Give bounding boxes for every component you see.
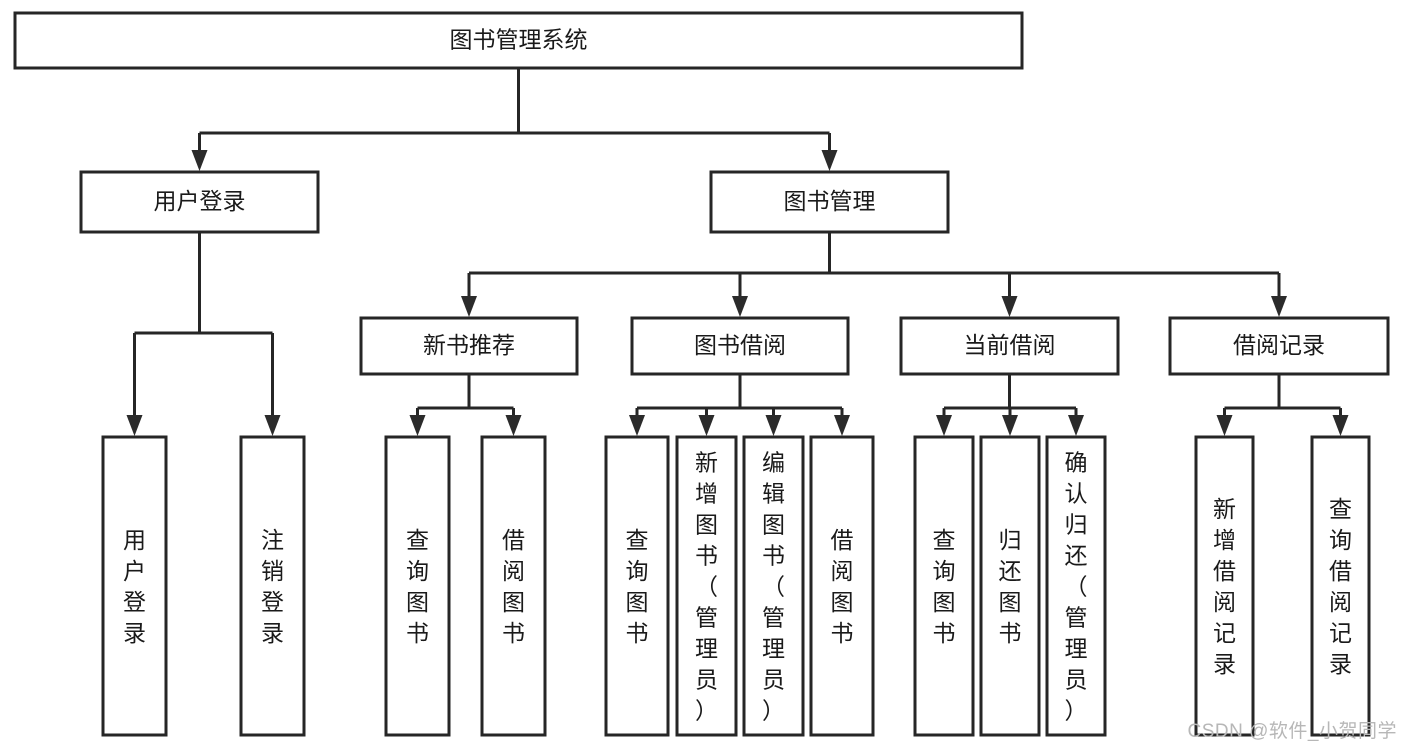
- node-box-leaf-query-book-1: [384, 435, 451, 737]
- node-user-login[interactable]: 用户登录: [79, 170, 320, 234]
- node-label-new-book-recommend: 新书推荐: [423, 332, 515, 358]
- node-label-leaf-add-book: 新增图书（管理员）: [695, 450, 718, 724]
- arrow-head-icon: [1271, 296, 1287, 317]
- arrow-head-icon: [191, 150, 208, 171]
- connector-group-borrow-record: [1216, 374, 1349, 436]
- node-label-leaf-query-book-1: 查询图书: [406, 527, 429, 646]
- node-label-book-borrow: 图书借阅: [694, 332, 786, 358]
- arrow-head-icon: [834, 415, 850, 436]
- arrow-head-icon: [821, 150, 838, 171]
- node-box-leaf-query-book-2: [604, 435, 670, 737]
- node-box-current-borrow: [899, 316, 1120, 376]
- node-borrow-record[interactable]: 借阅记录: [1168, 316, 1390, 376]
- node-leaf-add-record[interactable]: 新增借阅记录: [1194, 435, 1255, 737]
- arrow-head-icon: [264, 415, 281, 436]
- node-book-borrow[interactable]: 图书借阅: [630, 316, 850, 376]
- node-box-leaf-confirm-return: [1045, 435, 1107, 737]
- node-box-book-borrow: [630, 316, 850, 376]
- node-label-root: 图书管理系统: [450, 27, 588, 53]
- arrow-head-icon: [698, 415, 715, 436]
- arrow-head-icon: [629, 415, 645, 436]
- node-current-borrow[interactable]: 当前借阅: [899, 316, 1120, 376]
- node-label-leaf-borrow-book-1: 借阅图书: [502, 527, 525, 646]
- node-box-leaf-query-record: [1310, 435, 1371, 737]
- node-box-user-login: [79, 170, 320, 234]
- node-box-borrow-record: [1168, 316, 1390, 376]
- node-label-borrow-record: 借阅记录: [1233, 332, 1325, 358]
- connector-group-user-login: [126, 232, 281, 436]
- node-label-book-manage: 图书管理: [784, 188, 876, 214]
- node-box-leaf-borrow-book-1: [480, 435, 547, 737]
- node-leaf-borrow-book-2[interactable]: 借阅图书: [809, 435, 875, 737]
- node-label-leaf-logout: 注销登录: [261, 527, 284, 646]
- node-box-book-manage: [709, 170, 950, 234]
- arrow-head-icon: [732, 296, 748, 317]
- node-label-leaf-confirm-return: 确认归还（管理员）: [1065, 450, 1088, 724]
- arrow-head-icon: [126, 415, 143, 436]
- node-leaf-query-book-1[interactable]: 查询图书: [384, 435, 451, 737]
- arrow-head-icon: [1002, 415, 1018, 436]
- node-leaf-user-login[interactable]: 用户登录: [101, 435, 168, 737]
- connector-group-root: [191, 68, 838, 171]
- node-leaf-query-book-3[interactable]: 查询图书: [913, 435, 975, 737]
- node-leaf-return-book[interactable]: 归还图书: [979, 435, 1041, 737]
- node-label-leaf-add-record: 新增借阅记录: [1213, 496, 1236, 677]
- node-new-book-recommend[interactable]: 新书推荐: [359, 316, 579, 376]
- node-label-leaf-edit-book: 编辑图书（管理员）: [762, 450, 785, 724]
- node-leaf-add-book[interactable]: 新增图书（管理员）: [675, 435, 738, 737]
- node-box-root: [13, 11, 1024, 70]
- node-book-manage[interactable]: 图书管理: [709, 170, 950, 234]
- node-box-new-book-recommend: [359, 316, 579, 376]
- node-label-leaf-query-book-3: 查询图书: [933, 527, 956, 646]
- node-box-leaf-user-login: [101, 435, 168, 737]
- arrow-head-icon: [461, 296, 477, 317]
- node-label-current-borrow: 当前借阅: [964, 332, 1056, 358]
- node-box-leaf-borrow-book-2: [809, 435, 875, 737]
- node-label-user-login: 用户登录: [154, 188, 246, 214]
- node-label-leaf-query-record: 查询借阅记录: [1329, 496, 1352, 677]
- node-leaf-confirm-return[interactable]: 确认归还（管理员）: [1045, 435, 1107, 737]
- arrow-head-icon: [1216, 415, 1233, 436]
- node-layer: 图书管理系统用户登录图书管理新书推荐图书借阅当前借阅借阅记录用户登录注销登录查询…: [13, 11, 1390, 737]
- arrow-head-icon: [505, 415, 522, 436]
- node-leaf-query-record[interactable]: 查询借阅记录: [1310, 435, 1371, 737]
- arrow-head-icon: [1068, 415, 1084, 436]
- node-leaf-query-book-2[interactable]: 查询图书: [604, 435, 670, 737]
- node-leaf-edit-book[interactable]: 编辑图书（管理员）: [742, 435, 805, 737]
- node-box-leaf-logout: [239, 435, 306, 737]
- node-box-leaf-return-book: [979, 435, 1041, 737]
- node-label-leaf-borrow-book-2: 借阅图书: [831, 527, 854, 646]
- node-box-leaf-add-record: [1194, 435, 1255, 737]
- node-leaf-borrow-book-1[interactable]: 借阅图书: [480, 435, 547, 737]
- node-leaf-logout[interactable]: 注销登录: [239, 435, 306, 737]
- connector-group-new-book-recommend: [409, 374, 522, 436]
- arrow-head-icon: [409, 415, 426, 436]
- connector-group-book-manage: [461, 232, 1287, 317]
- connector-layer: [126, 68, 1349, 436]
- node-label-leaf-return-book: 归还图书: [999, 527, 1022, 646]
- arrow-head-icon: [1332, 415, 1349, 436]
- node-label-leaf-query-book-2: 查询图书: [626, 527, 649, 646]
- node-box-leaf-add-book: [675, 435, 738, 737]
- node-box-leaf-edit-book: [742, 435, 805, 737]
- node-label-leaf-user-login: 用户登录: [123, 527, 146, 646]
- arrow-head-icon: [765, 415, 782, 436]
- arrow-head-icon: [936, 415, 952, 436]
- connector-group-book-borrow: [629, 374, 850, 436]
- node-root[interactable]: 图书管理系统: [13, 11, 1024, 70]
- arrow-head-icon: [1001, 296, 1018, 317]
- connector-group-current-borrow: [936, 374, 1084, 436]
- node-box-leaf-query-book-3: [913, 435, 975, 737]
